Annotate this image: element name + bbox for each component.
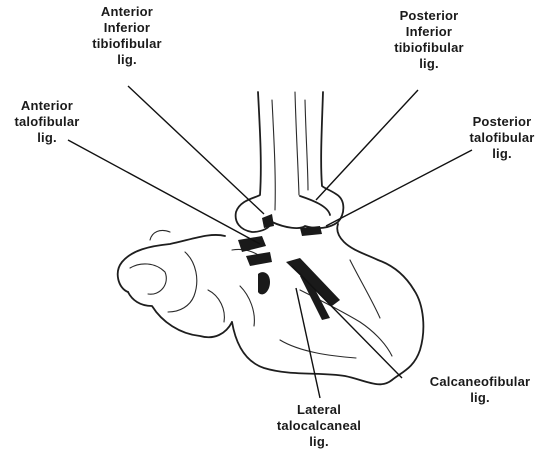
label-line: tibiofibular	[382, 40, 476, 56]
foot-bones	[118, 224, 424, 384]
label-line: Lateral	[260, 402, 378, 418]
label-line: talofibular	[460, 130, 544, 146]
fibula	[295, 92, 330, 215]
label-line: talocalcaneal	[260, 418, 378, 434]
leader-anterior-inferior-tibiofibular	[128, 86, 264, 214]
label-line: Anterior	[6, 98, 88, 114]
label-calcaneofibular: Calcaneofibular lig.	[418, 374, 542, 406]
label-line: tibiofibular	[84, 36, 170, 52]
leader-lines	[68, 86, 472, 398]
label-anterior-talofibular: Anterior talofibular lig.	[6, 98, 88, 146]
label-line: lig.	[84, 52, 170, 68]
label-line: Posterior	[382, 8, 476, 24]
label-line: lig.	[460, 146, 544, 162]
label-line: Posterior	[460, 114, 544, 130]
label-line: Anterior	[84, 4, 170, 20]
label-line: lig.	[418, 390, 542, 406]
label-line: Inferior	[84, 20, 170, 36]
label-line: lig.	[382, 56, 476, 72]
ligament-shading	[238, 214, 340, 320]
leader-anterior-talofibular	[68, 140, 260, 244]
leader-calcaneofibular	[292, 266, 402, 378]
label-line: Inferior	[382, 24, 476, 40]
label-lateral-talocalcaneal: Lateral talocalcaneal lig.	[260, 402, 378, 450]
label-line: lig.	[260, 434, 378, 450]
label-line: lig.	[6, 130, 88, 146]
label-anterior-inferior-tibiofibular: Anterior Inferior tibiofibular lig.	[84, 4, 170, 68]
label-line: talofibular	[6, 114, 88, 130]
label-posterior-talofibular: Posterior talofibular lig.	[460, 114, 544, 162]
leader-posterior-talofibular	[326, 150, 472, 226]
label-line: Calcaneofibular	[418, 374, 542, 390]
leader-posterior-inferior-tibiofibular	[316, 90, 418, 200]
label-posterior-inferior-tibiofibular: Posterior Inferior tibiofibular lig.	[382, 8, 476, 72]
